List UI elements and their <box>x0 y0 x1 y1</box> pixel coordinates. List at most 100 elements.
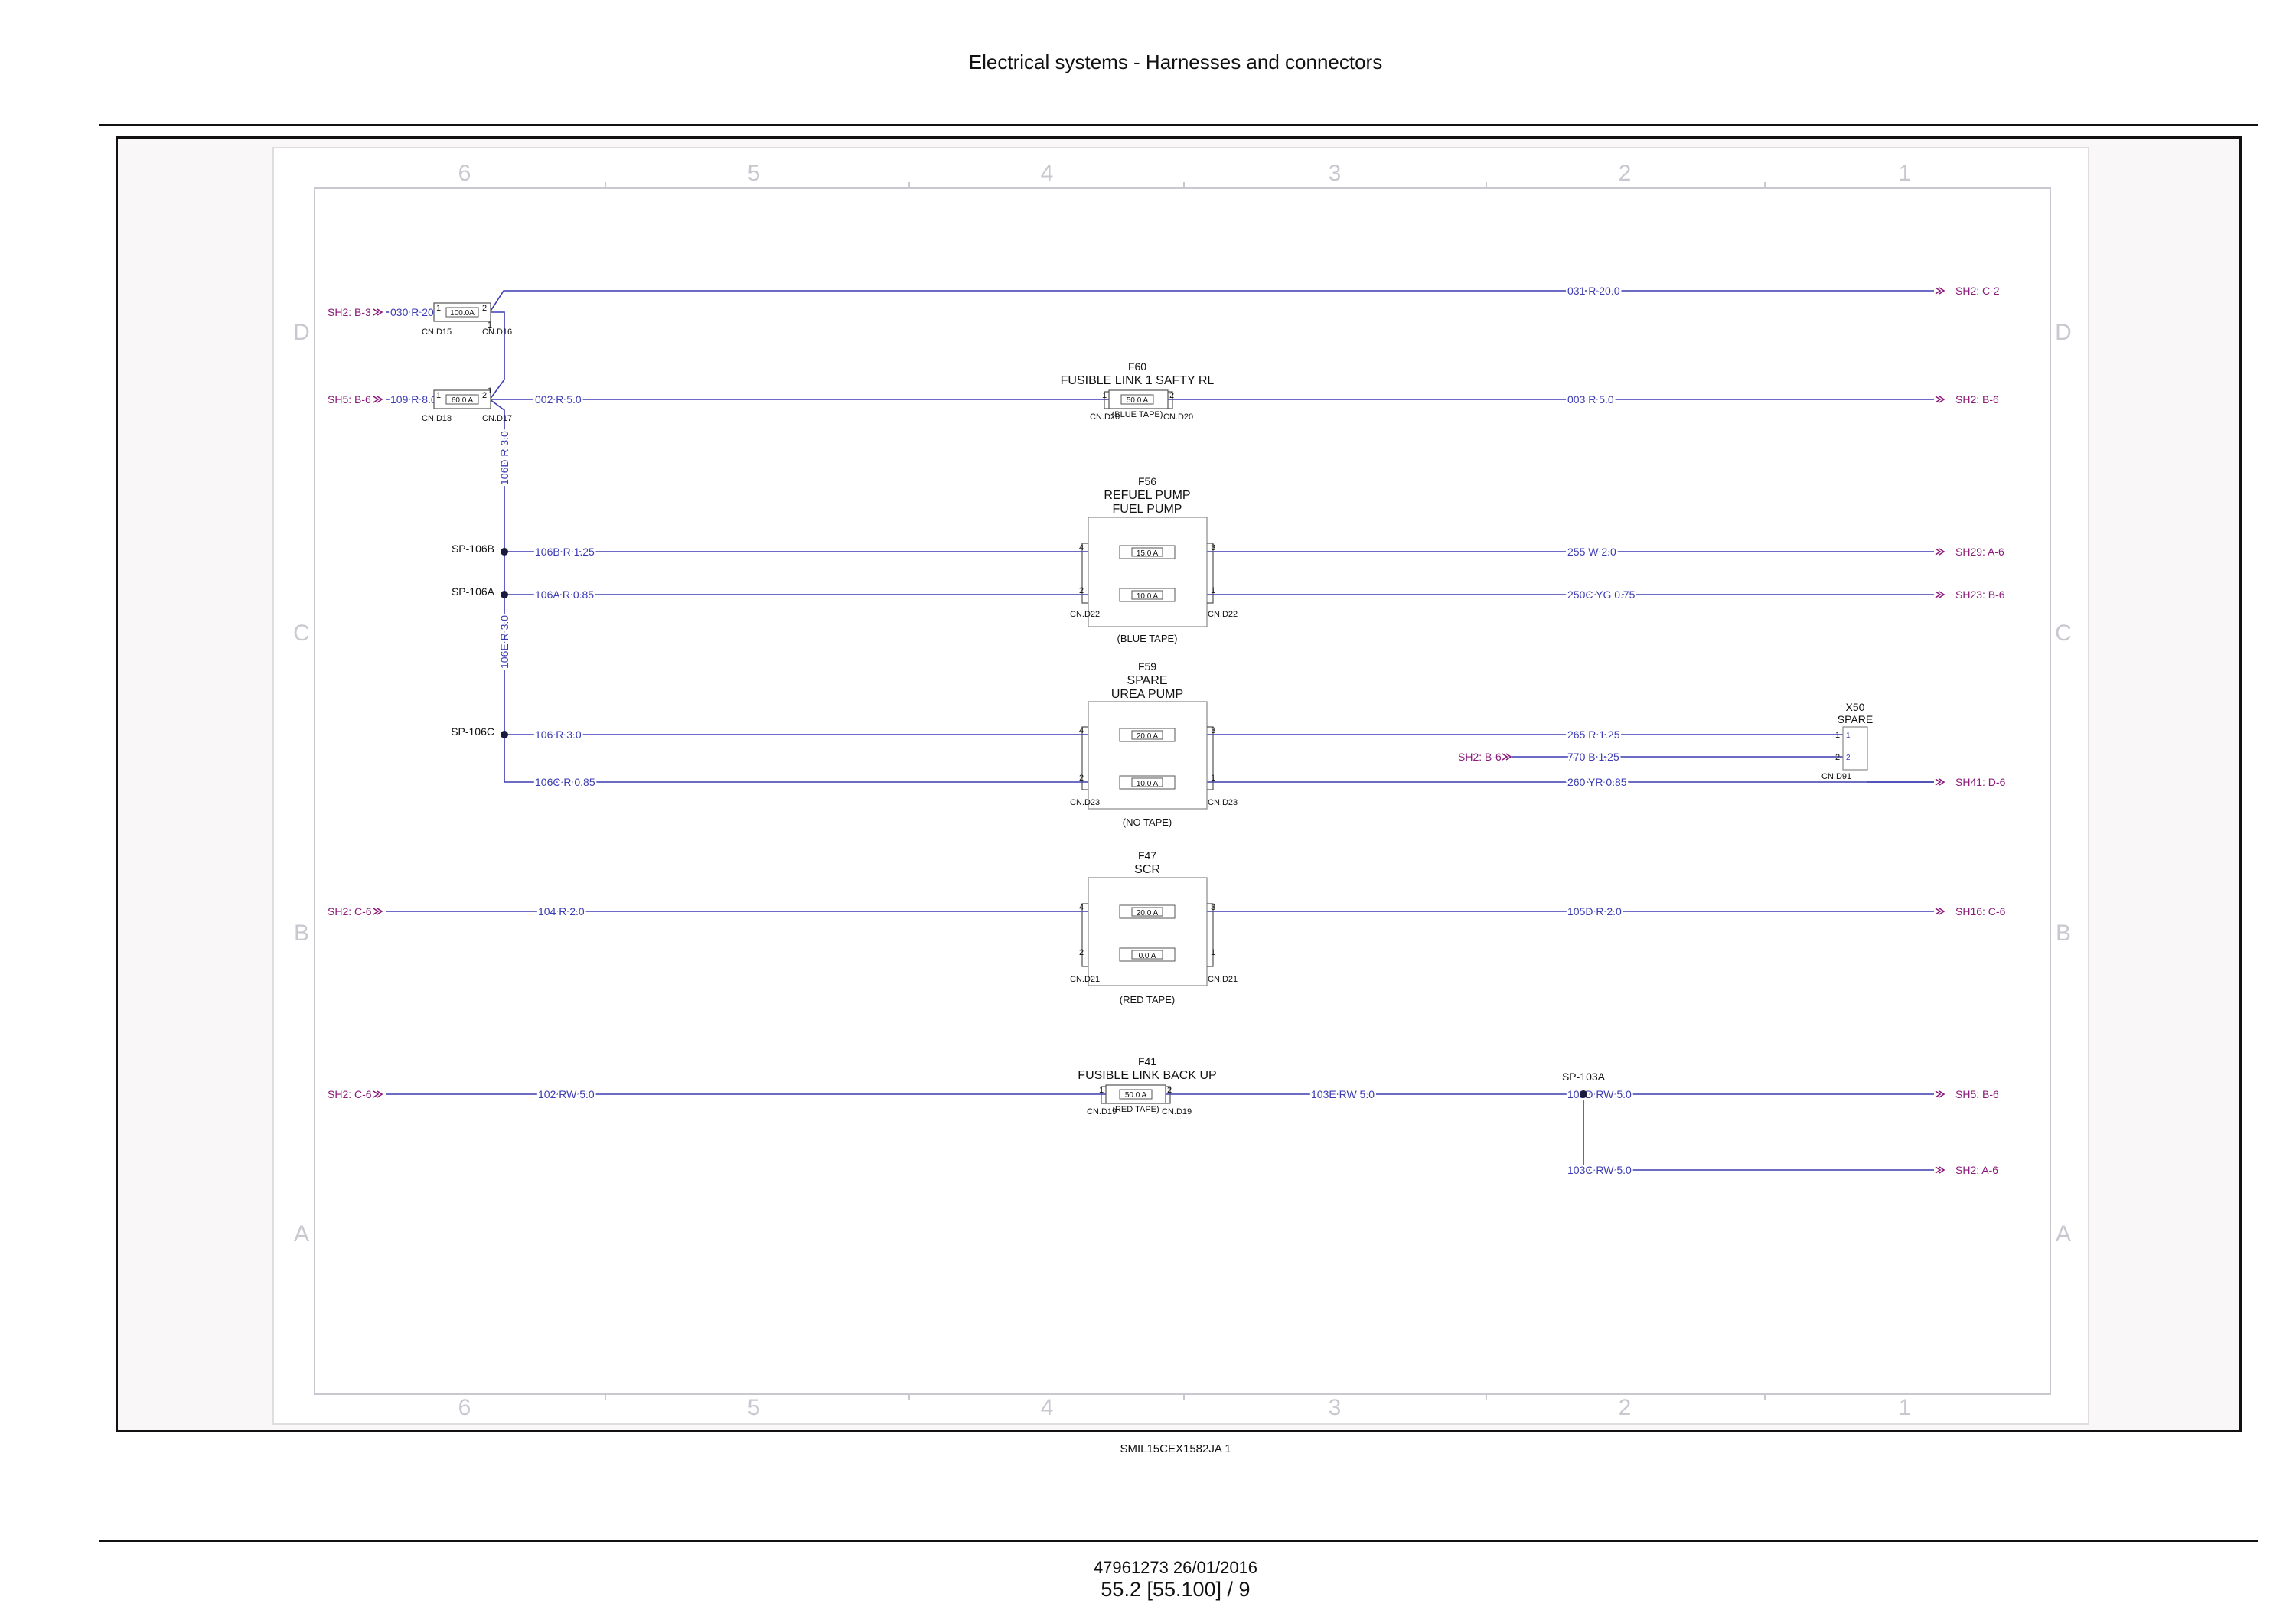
schematic-label: 1 <box>436 391 441 400</box>
page-number: 55.2 [55.100] / 9 <box>1101 1578 1251 1601</box>
schematic-label: 15.0 A <box>1137 549 1159 558</box>
schematic-label: CN.D20 <box>1163 412 1193 422</box>
schematic-label: 4 <box>1079 903 1084 912</box>
offsheet-ref: SH2: B-6 <box>1955 393 1999 406</box>
connector-x50: X50 SPARE 1 2 1 2 CN.D91 <box>1821 701 1873 781</box>
wire-label: 105D R 2.0 <box>1567 905 1622 917</box>
wire-label: 106 R 3.0 <box>535 728 582 741</box>
schematic-label: (BLUE TAPE) <box>1112 410 1163 419</box>
wire-label: 030 R 20.0 <box>390 306 443 318</box>
schematic-label: 20.0 A <box>1137 909 1159 917</box>
header-rule <box>99 124 2258 126</box>
diagram-frame: 6 5 4 3 2 1 6 5 4 3 2 1 D C B A D C B A <box>116 136 2242 1432</box>
wire-label: 106E R 3.0 <box>498 615 510 669</box>
schematic-label: 2 <box>1079 586 1084 595</box>
grid-row-label: C <box>293 621 310 646</box>
wire-label: 102 RW 5.0 <box>538 1088 595 1100</box>
sheet-grid <box>314 182 2051 1400</box>
schematic-label: SPARE <box>1127 674 1167 687</box>
schematic-label: 2 <box>1846 754 1851 762</box>
fuse-f41: F41 FUSIBLE LINK BACK UP 50.0 A 1 2 CN.D… <box>1078 1055 1216 1116</box>
grid-col-label: 2 <box>1619 1395 1632 1420</box>
schematic-label: 4 <box>1079 543 1084 552</box>
arrow-icon <box>373 396 383 403</box>
wire-label: 002 R 5.0 <box>535 393 582 406</box>
schematic-label: 1 <box>1102 391 1107 400</box>
schematic-label: 1 <box>1846 732 1851 740</box>
offsheet-ref: SH2: C-6 <box>328 905 372 917</box>
schematic-label: CN.D15 <box>422 328 452 337</box>
arrow-icon <box>1935 287 1945 295</box>
wire-label: 250C YG 0.75 <box>1567 588 1636 601</box>
splice-label: SP-106C <box>451 725 494 738</box>
schematic-label: (RED TAPE) <box>1120 994 1175 1005</box>
schematic-label: F41 <box>1138 1055 1156 1067</box>
grid-row-label: B <box>294 921 309 946</box>
schematic-label: 2 <box>1079 948 1084 957</box>
schematic-label: CN.D18 <box>422 414 452 423</box>
arrow-icon <box>1935 778 1945 786</box>
schematic-label: (NO TAPE) <box>1123 816 1172 828</box>
wire-label: 003 R 5.0 <box>1567 393 1614 406</box>
schematic-label: FUSIBLE LINK BACK UP <box>1078 1069 1216 1082</box>
footer-rule <box>99 1540 2258 1542</box>
schematic-label: 10.0 A <box>1137 780 1159 788</box>
schematic-label: 1 <box>1835 731 1840 740</box>
schematic-label: CN.D19 <box>1162 1107 1192 1116</box>
grid-row-label: D <box>293 320 310 345</box>
schematic-label: X50 <box>1846 701 1865 713</box>
schematic-label: 4 <box>1079 726 1084 735</box>
grid-col-label: 5 <box>748 1395 761 1420</box>
offsheet-ref: SH5: B-6 <box>1955 1088 1999 1100</box>
wire-label: 106B R 1.25 <box>535 546 595 558</box>
schematic-label: (RED TAPE) <box>1112 1105 1159 1114</box>
wire-label: 103E RW 5.0 <box>1311 1088 1375 1100</box>
grid-row-label: B <box>2056 921 2071 946</box>
schematic-label: CN.D21 <box>1070 975 1100 984</box>
schematic-label: SCR <box>1134 863 1160 876</box>
arrow-icon <box>1935 396 1945 403</box>
arrow-icon <box>1935 548 1945 556</box>
grid-col-label: 2 <box>1619 161 1632 186</box>
schematic-label: CN.D22 <box>1208 610 1238 619</box>
schematic-label: CN.D16 <box>482 328 512 337</box>
grid-col-label: 6 <box>458 1395 471 1420</box>
schematic-label: 1 <box>1211 774 1215 783</box>
fuse-100a: 100.0A 1 2 1 CN.D15 CN.D16 <box>422 302 512 337</box>
grid-row-label: D <box>2055 320 2072 345</box>
schematic-label: 20.0 A <box>1137 732 1159 741</box>
schematic-sheet: 6 5 4 3 2 1 6 5 4 3 2 1 D C B A D C B A <box>272 147 2089 1425</box>
fuse-f47: F47 SCR 20.0 A 0.0 A 4 2 3 1 CN.D21 CN.D… <box>1070 849 1238 1005</box>
schematic-label: 3 <box>1211 543 1215 552</box>
arrow-icon <box>1502 753 1512 761</box>
wire-label: 106D R 3.0 <box>498 431 510 485</box>
schematic-label: 60.0 A <box>452 396 474 405</box>
schematic-label: F56 <box>1138 475 1156 487</box>
schematic-label: CN.D23 <box>1070 798 1100 807</box>
schematic-label: 2 <box>482 391 487 400</box>
schematic-label: CN.D22 <box>1070 610 1100 619</box>
fuse-60a: 60.0 A 1 2 1 CN.D18 CN.D17 <box>422 386 512 423</box>
offsheet-ref: SH2: A-6 <box>1955 1164 1998 1176</box>
schematic-label: 1 <box>1211 948 1215 957</box>
grid-row-label: A <box>294 1221 309 1247</box>
schematic-label: CN.D17 <box>482 414 512 423</box>
wire-lines <box>386 290 1934 1171</box>
arrow-icon <box>373 308 383 316</box>
schematic-label: 1 <box>488 386 492 396</box>
splice-dot <box>501 591 508 598</box>
arrow-icon <box>373 1090 383 1098</box>
schematic-label: 1 <box>436 304 441 313</box>
schematic-label: 100.0A <box>450 309 475 318</box>
splice-label: SP-106B <box>452 543 494 555</box>
offsheet-ref: SH29: A-6 <box>1955 546 2004 558</box>
schematic-label: 50.0 A <box>1127 396 1149 405</box>
schematic-label: REFUEL PUMP <box>1104 489 1190 502</box>
schematic-label: CN.D21 <box>1208 975 1238 984</box>
drawing-id: SMIL15CEX1582JA 1 <box>1120 1442 1231 1455</box>
grid-col-label: 4 <box>1041 161 1054 186</box>
document-code: 47961273 26/01/2016 <box>1093 1558 1258 1577</box>
wire-label: 103D RW 5.0 <box>1567 1088 1632 1100</box>
schematic-label: UREA PUMP <box>1111 688 1183 701</box>
wire-label: 255 W 2.0 <box>1567 546 1616 558</box>
